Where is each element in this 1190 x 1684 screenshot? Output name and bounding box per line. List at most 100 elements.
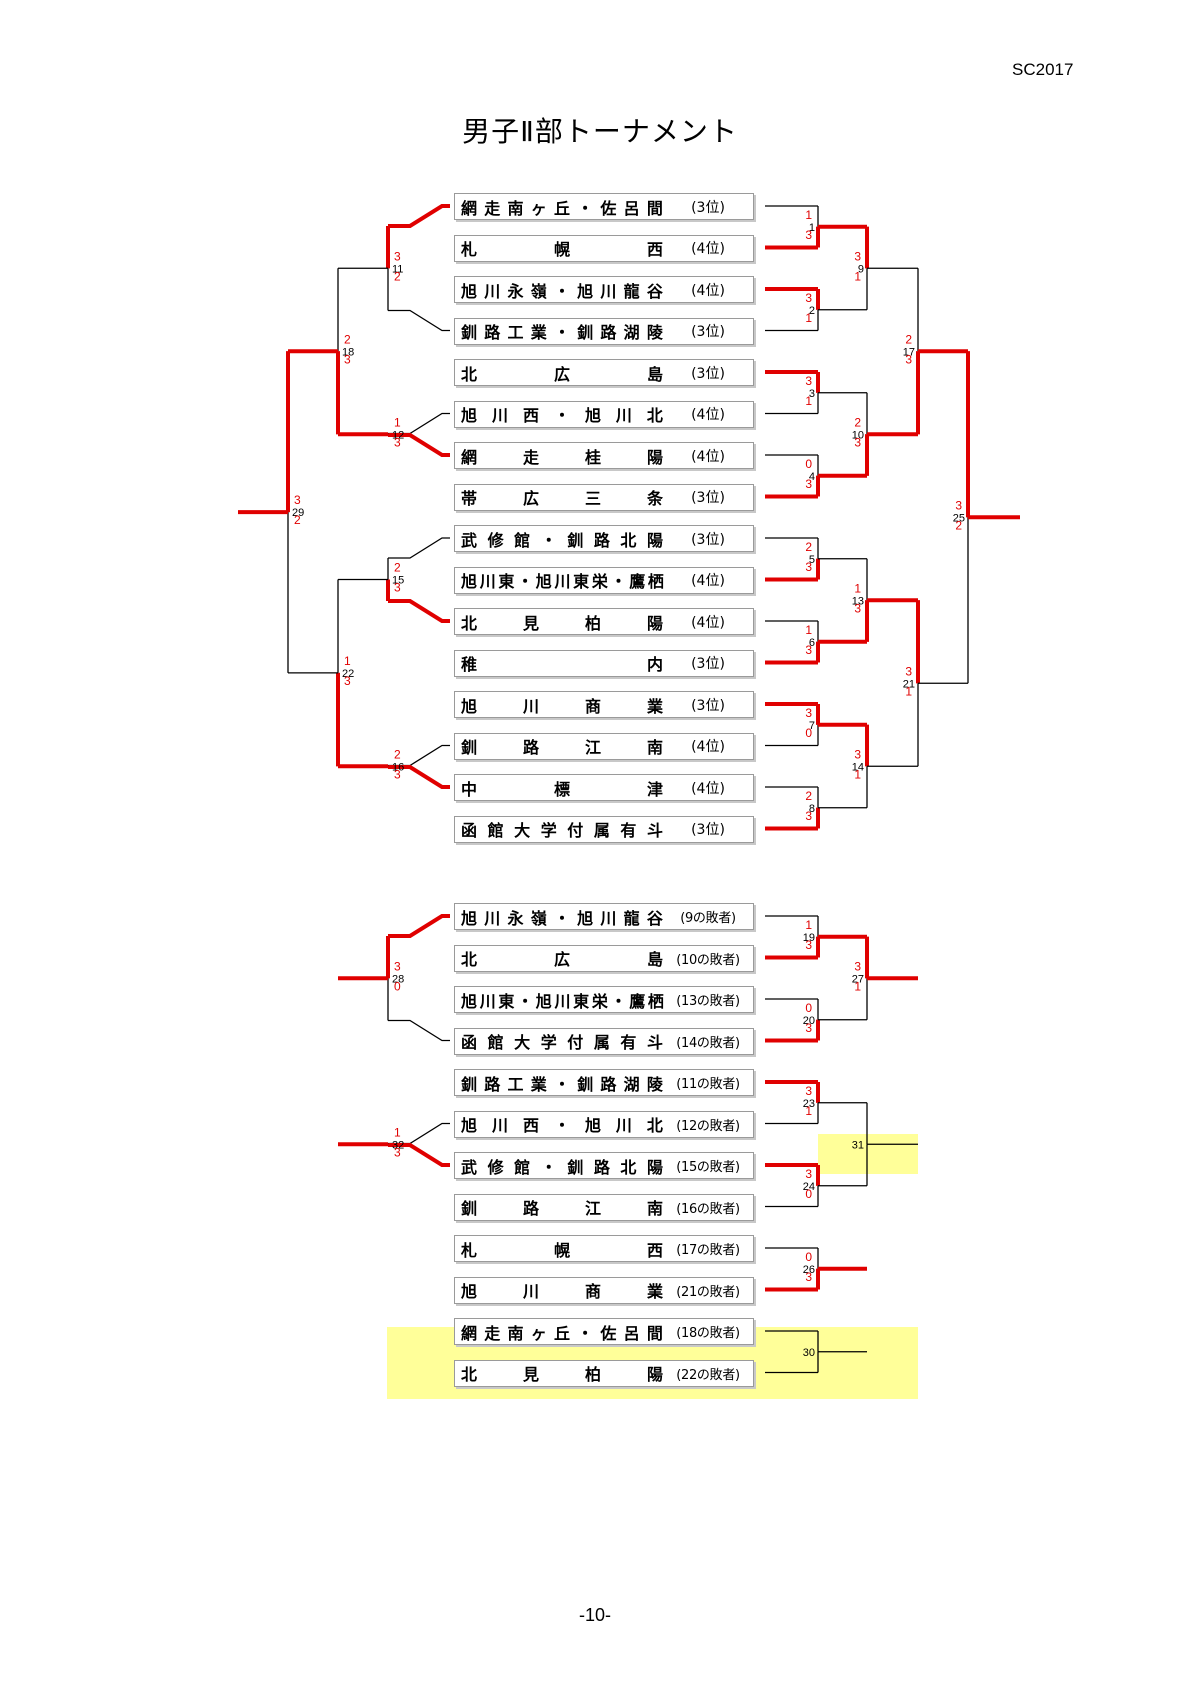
match-score: 3 [394,767,401,781]
team-rank: (21の敗者) [676,1284,740,1300]
match-number: 18 [342,346,354,358]
match-score: 3 [854,601,861,615]
team-name: 稚内 [461,655,663,674]
match-number: 14 [852,761,864,773]
team-name: 北見柏陽 [461,1365,663,1384]
match-score: 2 [805,789,812,803]
team-box: 網走南ヶ丘・佐呂間 (18の敗者) [454,1318,754,1345]
team-name: 旭川東・旭川東栄・鷹栖 [461,991,664,1011]
match-score: 3 [344,674,351,688]
match-score: 1 [805,1104,812,1118]
match-score: 0 [805,1187,812,1201]
match-score: 0 [394,979,401,993]
match-score: 3 [854,747,861,761]
winner-line [388,599,450,623]
team-box: 網走桂陽(4位) [454,442,754,469]
loser-line [388,309,450,332]
team-box: 旭川永嶺・旭川龍谷(4位) [454,276,754,303]
team-rank: (4位) [691,780,725,797]
team-name: 旭川商業 [461,696,663,716]
match-score: 3 [294,493,301,507]
match-number: 11 [392,263,403,275]
team-rank: (18の敗者) [676,1326,740,1341]
team-rank: (3位) [691,324,725,340]
match-number: 28 [392,973,404,985]
team-name: 旭川西・旭川北 [461,406,663,425]
team-rank: (4位) [691,407,725,423]
match-number: 9 [858,263,864,275]
team-box: 旭川商業 (21の敗者) [454,1276,754,1304]
loser-line [388,1019,450,1042]
team-rank: (16の敗者) [676,1201,740,1217]
page-title: 男子Ⅱ部トーナメント [462,115,738,148]
team-name: 武修館・釧路北陽 [461,1157,663,1177]
winner-line [388,433,450,457]
match-number: 15 [392,575,404,587]
match-score: 3 [805,477,812,491]
team-box: 北広島(10の敗者) [454,944,754,972]
team-name: 旭川商業 [461,1282,663,1301]
team-rank: (3位) [691,199,725,216]
team-name: 札幌西 [461,1240,663,1260]
match-score: 3 [394,249,401,263]
match-number: 19 [803,932,815,944]
team-box: 武修館・釧路北陽(3位) [454,525,754,552]
match-score: 3 [955,498,962,512]
document-code: SC2017 [1012,60,1074,79]
match-score: 2 [294,513,301,527]
match-score: 3 [805,1167,812,1181]
match-score: 3 [805,1021,812,1035]
team-box: 札幌西 (17の敗者) [454,1235,754,1262]
match-score: 2 [394,269,401,283]
winner-line [388,914,450,938]
team-rank: (17の敗者) [676,1243,740,1258]
match-score: 3 [805,1270,812,1284]
match-score: 3 [394,1145,401,1159]
team-box: 函館大学付属有斗(3位) [454,815,754,843]
team-box: 釧路江南(16の敗者) [454,1193,754,1221]
team-name: 旭川東・旭川東栄・鷹栖 [461,572,664,591]
team-name: 札幌西 [461,240,663,259]
match-score: 2 [905,332,912,346]
match-number: 24 [803,1181,815,1193]
team-rank: (14の敗者) [676,1035,740,1051]
team-name: 釧路工業・釧路湖陵 [461,1074,663,1094]
match-number: 30 [803,1347,815,1359]
match-score: 2 [394,747,401,761]
match-score: 3 [805,374,812,388]
team-rank: (4位) [691,282,725,299]
match-score: 3 [394,959,401,973]
winner-line [388,765,450,789]
team-name: 網走南ヶ丘・佐呂間 [461,1323,663,1343]
team-box: 武修館・釧路北陽(15の敗者) [454,1152,754,1179]
team-name: 中標津 [461,779,663,799]
team-rank: (9の敗者) [680,911,736,926]
match-number: 26 [803,1264,815,1276]
match-score: 3 [854,959,861,973]
team-rank: (3位) [691,697,725,714]
winner-line [388,204,450,228]
match-score: 3 [905,352,912,366]
match-score: 1 [805,208,812,222]
match-number: 2 [809,305,815,317]
team-name: 函館大学付属有斗 [461,821,663,840]
team-box: 北見柏陽 (22の敗者) [454,1359,754,1387]
match-number: 6 [809,637,815,649]
match-score: 1 [805,394,812,408]
match-score: 1 [854,767,861,781]
team-rank: (4位) [691,573,725,589]
match-number: 29 [292,507,304,519]
team-rank: (22の敗者) [676,1367,740,1383]
team-box: 帯広三条(3位) [454,483,754,511]
team-name: 北見柏陽 [461,613,663,633]
match-score: 3 [805,706,812,720]
team-name: 網走南ヶ丘・佐呂間 [461,198,663,218]
match-score: 2 [394,561,401,575]
match-number: 32 [392,1139,404,1151]
match-number: 8 [809,803,815,815]
match-score: 0 [805,457,812,471]
team-rank: (3位) [691,656,725,672]
match-score: 1 [805,311,812,325]
team-rank: (12の敗者) [676,1118,740,1134]
